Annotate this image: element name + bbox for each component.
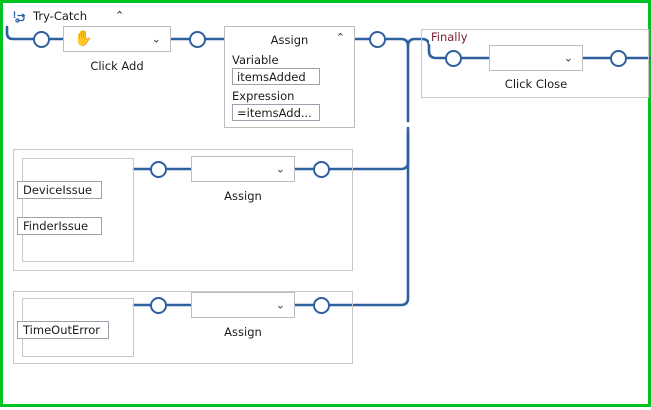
- connector-dot-catch1-out[interactable]: [313, 160, 330, 178]
- exception-list-device-finder[interactable]: [22, 158, 134, 262]
- exception-chip[interactable]: FinderIssue: [17, 217, 102, 235]
- connector-wires: [5, 25, 651, 307]
- connector-dot-catch1-in[interactable]: [150, 160, 167, 178]
- finally-block: [421, 29, 649, 98]
- variable-label: Variable: [232, 53, 279, 67]
- catch1-assign-caption: Assign: [224, 189, 262, 203]
- click-add-activity[interactable]: ✋ ⌄: [63, 26, 171, 52]
- click-add-caption: Click Add: [90, 59, 144, 73]
- connector-dot-after-click-add[interactable]: [189, 30, 206, 48]
- catch2-assign-activity[interactable]: ⌄: [191, 292, 295, 318]
- assign-activity-card[interactable]: Assign ⌃ Variable itemsAdded Expression …: [224, 26, 355, 128]
- connector-dot-catch2-out[interactable]: [313, 296, 330, 314]
- connector-dot-after-assign[interactable]: [369, 30, 386, 48]
- chevron-down-icon[interactable]: ⌄: [275, 162, 285, 176]
- exception-chip[interactable]: TimeOutError: [17, 321, 109, 339]
- connector-dot-finally-start[interactable]: [445, 49, 462, 67]
- exception-chip[interactable]: DeviceIssue: [17, 181, 102, 199]
- expression-field[interactable]: =itemsAdd...: [232, 104, 320, 121]
- assign-card-title: Assign: [270, 33, 309, 47]
- finally-label: Finally: [429, 30, 470, 44]
- collapse-try-catch-icon[interactable]: ⌃: [115, 9, 125, 22]
- page-title: Try-Catch: [33, 9, 88, 23]
- connector-dot-start[interactable]: [33, 30, 50, 48]
- catch2-assign-caption: Assign: [224, 325, 262, 339]
- hand-icon: ✋: [74, 28, 93, 47]
- catch-block-timeout: [13, 291, 353, 364]
- chevron-down-icon[interactable]: ⌄: [275, 298, 285, 312]
- click-close-activity[interactable]: ⌄: [489, 45, 583, 71]
- expression-label: Expression: [232, 89, 295, 103]
- catch-block-device-finder: [13, 149, 353, 271]
- collapse-assign-icon[interactable]: ⌃: [335, 31, 345, 44]
- chevron-down-icon[interactable]: ⌄: [151, 32, 161, 46]
- chevron-down-icon[interactable]: ⌄: [563, 51, 573, 65]
- connector-dot-finally-end[interactable]: [610, 49, 627, 67]
- click-close-caption: Click Close: [504, 77, 568, 91]
- variable-field[interactable]: itemsAdded: [232, 68, 320, 85]
- try-catch-icon: [13, 10, 29, 24]
- connector-dot-catch2-in[interactable]: [150, 296, 167, 314]
- catch1-assign-activity[interactable]: ⌄: [191, 156, 295, 182]
